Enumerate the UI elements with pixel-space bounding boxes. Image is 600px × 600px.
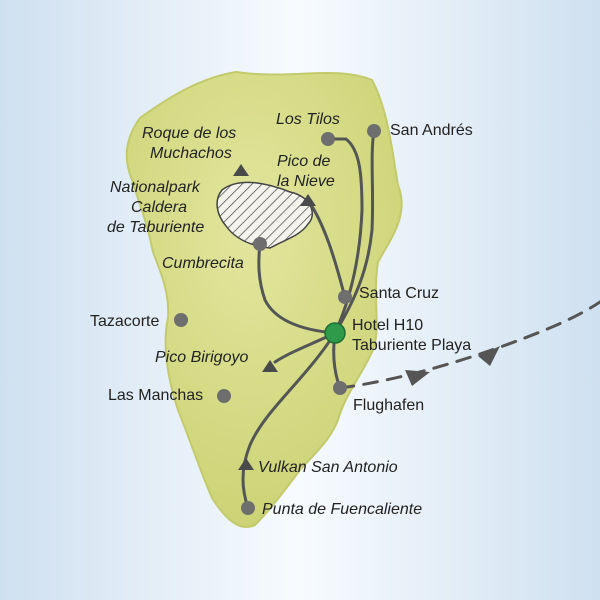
flight-path <box>338 300 600 390</box>
poi-dots <box>174 124 381 515</box>
poi-tazacorte-dot <box>174 313 188 327</box>
poi-santa-cruz-dot <box>338 290 352 304</box>
peak-roque-icon <box>233 164 249 176</box>
poi-san-andres-dot <box>367 124 381 138</box>
label-pico-birigoyo: Pico Birigoyo <box>155 349 248 366</box>
label-hotel-line1: Hotel H10 <box>352 317 423 334</box>
route-hotel-san-andres <box>333 129 376 335</box>
label-roque-line1: Roque de los <box>142 125 236 142</box>
peak-pico-birigoyo-icon <box>262 360 278 372</box>
label-park-line3: de Taburiente <box>107 219 204 236</box>
label-pico-nieve-line1: Pico de <box>277 153 330 170</box>
route-cumbrecita <box>257 242 337 335</box>
flight-arrow-left <box>405 370 430 386</box>
peak-pico-nieve-icon <box>300 194 316 206</box>
route-south <box>241 331 337 510</box>
label-hotel-line2: Taburiente Playa <box>352 337 471 354</box>
label-flughafen: Flughafen <box>353 397 424 414</box>
label-park-line2: Caldera <box>131 199 187 216</box>
label-roque-line2: Muchachos <box>150 145 232 162</box>
poi-flughafen-dot <box>333 381 347 395</box>
label-los-tilos: Los Tilos <box>276 111 340 128</box>
label-cumbrecita: Cumbrecita <box>162 255 244 272</box>
flight-arrow-right <box>478 346 500 366</box>
poi-los-tilos-dot <box>321 132 335 146</box>
poi-cumbrecita-dot <box>253 237 267 251</box>
label-las-manchas: Las Manchas <box>108 387 203 404</box>
peak-vulkan-icon <box>238 458 254 470</box>
label-vulkan: Vulkan San Antonio <box>258 459 398 476</box>
peaks <box>233 164 316 470</box>
nationalpark-caldera-area <box>216 181 313 249</box>
poi-punta-dot <box>241 501 255 515</box>
label-san-andres: San Andrés <box>390 122 473 139</box>
route-pico-nieve <box>306 198 345 292</box>
label-punta: Punta de Fuencaliente <box>262 501 422 518</box>
label-pico-nieve-line2: la Nieve <box>277 173 335 190</box>
hotel-marker <box>324 322 346 344</box>
poi-las-manchas-dot <box>217 389 231 403</box>
label-tazacorte: Tazacorte <box>90 313 159 330</box>
label-santa-cruz: Santa Cruz <box>359 285 439 302</box>
label-park-line1: Nationalpark <box>110 179 201 196</box>
